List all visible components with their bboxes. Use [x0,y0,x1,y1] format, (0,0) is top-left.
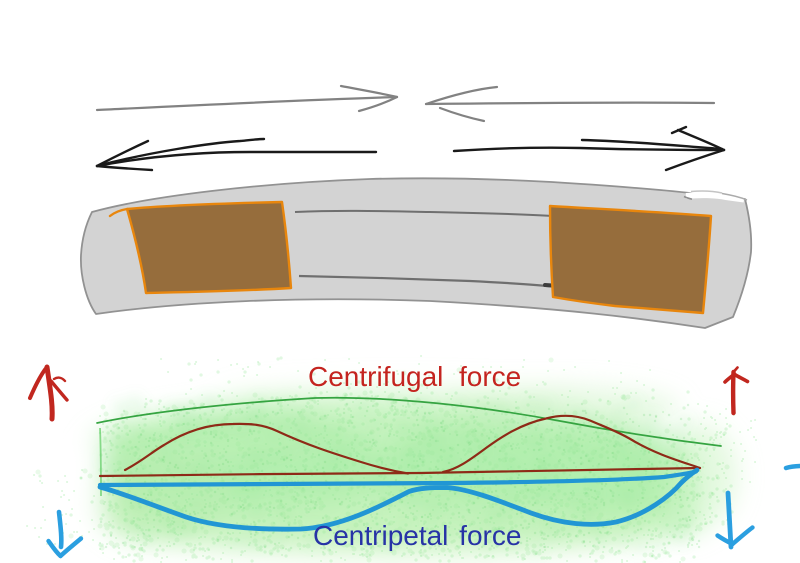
svg-text:Centrifugal force: Centrifugal force [308,361,521,392]
svg-text:Centripetal force: Centripetal force [313,520,521,551]
